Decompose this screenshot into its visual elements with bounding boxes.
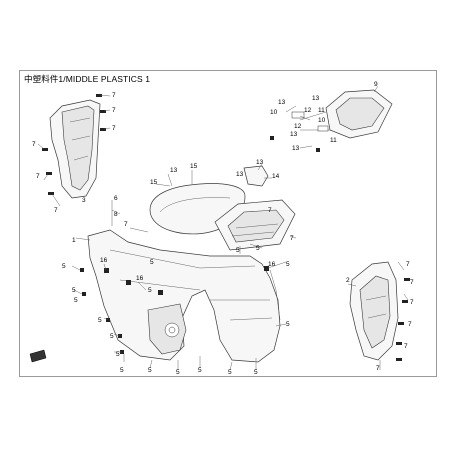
diagram-frame bbox=[19, 70, 437, 377]
callout-7: 7 bbox=[36, 173, 40, 180]
callout-7: 7 bbox=[290, 235, 294, 242]
callout-9: 9 bbox=[374, 81, 378, 88]
leader-lines bbox=[37, 85, 409, 371]
callout-5: 5 bbox=[256, 245, 260, 252]
callout-5: 5 bbox=[254, 369, 258, 376]
callout-13: 13 bbox=[170, 167, 178, 174]
callout-5: 5 bbox=[74, 297, 78, 304]
left-side-panel bbox=[49, 99, 101, 199]
callout-2: 2 bbox=[346, 277, 350, 284]
callout-7: 7 bbox=[268, 207, 272, 214]
callout-13: 13 bbox=[256, 159, 264, 166]
callout-10: 10 bbox=[318, 117, 326, 124]
callout-13: 13 bbox=[292, 145, 300, 152]
callout-16: 16 bbox=[100, 257, 108, 264]
callout-7: 7 bbox=[410, 299, 414, 306]
callout-5: 5 bbox=[148, 287, 152, 294]
callout-5: 5 bbox=[62, 263, 66, 270]
callout-11: 11 bbox=[318, 107, 325, 114]
callout-13: 13 bbox=[290, 131, 298, 138]
callout-15: 15 bbox=[190, 163, 198, 170]
callout-11: 11 bbox=[330, 137, 337, 144]
callout-12: 12 bbox=[294, 123, 302, 130]
callout-12: 12 bbox=[304, 107, 312, 114]
callout-13: 13 bbox=[236, 171, 244, 178]
callout-5: 5 bbox=[198, 367, 202, 374]
callout-10: 10 bbox=[270, 109, 278, 116]
upper-right-bracket bbox=[291, 89, 393, 139]
callout-1: 1 bbox=[72, 237, 76, 244]
callout-7: 7 bbox=[124, 221, 128, 228]
callout-15: 15 bbox=[150, 179, 158, 186]
front-direction-arrow-icon bbox=[29, 349, 47, 363]
callout-5: 5 bbox=[110, 333, 114, 340]
callout-5: 5 bbox=[286, 321, 290, 328]
callout-7: 7 bbox=[112, 92, 116, 99]
callout-8: 8 bbox=[114, 211, 118, 218]
callout-16: 16 bbox=[136, 275, 144, 282]
callout-5: 5 bbox=[98, 317, 102, 324]
callout-5: 5 bbox=[148, 367, 152, 374]
diagram-title: 中塑料件1/MIDDLE PLASTICS 1 bbox=[24, 74, 151, 84]
callout-5: 5 bbox=[150, 259, 154, 266]
callout-16: 16 bbox=[268, 261, 276, 268]
callout-7: 7 bbox=[112, 107, 116, 114]
callout-5: 5 bbox=[120, 367, 124, 374]
callout-7: 7 bbox=[54, 207, 58, 214]
callout-6: 6 bbox=[114, 195, 118, 202]
center-body-panel bbox=[87, 229, 281, 363]
callout-5: 5 bbox=[286, 261, 290, 268]
callout-5: 5 bbox=[236, 247, 240, 254]
callout-7: 7 bbox=[376, 365, 380, 372]
callout-3: 3 bbox=[82, 197, 86, 204]
callout-7: 7 bbox=[32, 141, 36, 148]
callout-labels: 7 7 7 7 7 7 3 6 8 7 1 13 15 15 13 13 14 … bbox=[32, 81, 414, 376]
callout-7: 7 bbox=[404, 343, 408, 350]
right-side-panel bbox=[349, 261, 399, 361]
tray-bracket bbox=[243, 165, 269, 187]
callout-5: 5 bbox=[116, 351, 120, 358]
callout-5: 5 bbox=[228, 369, 232, 376]
callout-5: 5 bbox=[72, 287, 76, 294]
callout-5: 5 bbox=[176, 369, 180, 376]
callout-7: 7 bbox=[406, 261, 410, 268]
callout-7: 7 bbox=[112, 125, 116, 132]
callout-14: 14 bbox=[272, 173, 280, 180]
callout-13: 13 bbox=[278, 99, 286, 106]
callout-7: 7 bbox=[410, 279, 414, 286]
storage-tray bbox=[214, 199, 296, 251]
callout-7: 7 bbox=[408, 321, 412, 328]
callout-13: 13 bbox=[312, 95, 320, 102]
